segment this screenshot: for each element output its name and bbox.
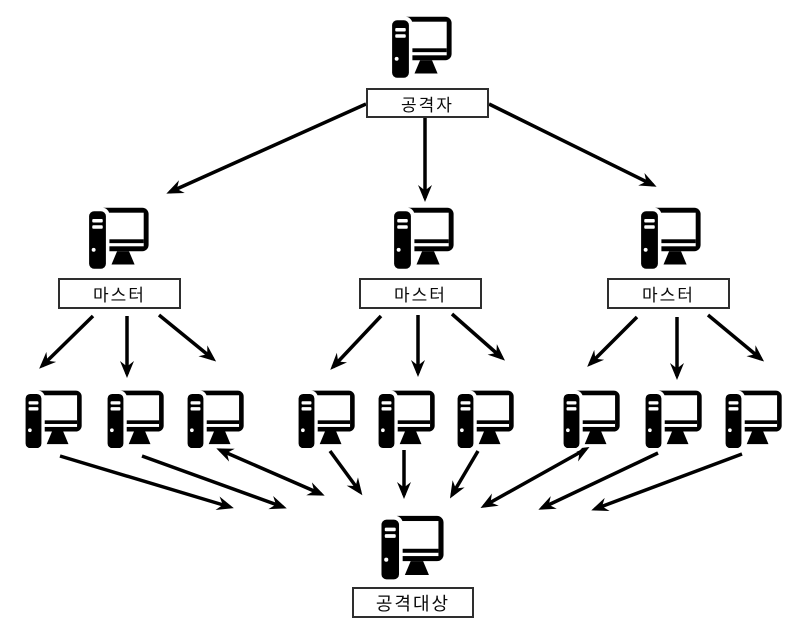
agent6-desktop-computer-icon: [454, 390, 514, 452]
arrow-master1-to-agent-1: [39, 314, 95, 369]
target-label: 공격대상: [352, 587, 474, 618]
attacker-label: 공격자: [366, 88, 489, 118]
arrow-master2-to-agent-4: [330, 314, 383, 370]
edge-group-agents-to-target: [59, 447, 743, 512]
agent3-desktop-computer-icon: [184, 390, 244, 452]
agent9-desktop-computer-icon: [722, 390, 782, 452]
arrow-agent7-to-target: [480, 447, 590, 508]
edge-group-masters-to-agents: [39, 312, 765, 380]
master2-label: 마스터: [359, 278, 482, 309]
edge-group-attacker-to-masters: [166, 102, 657, 202]
master1-label: 마스터: [58, 278, 181, 309]
agent4-desktop-computer-icon: [295, 390, 355, 452]
agent7-desktop-computer-icon: [560, 390, 620, 452]
master3-desktop-computer-icon: [637, 207, 701, 273]
arrow-attacker-to-master-1: [166, 102, 367, 194]
arrow-agent3-to-target: [216, 448, 325, 496]
arrow-agent1-to-target: [59, 454, 234, 510]
arrow-agent4-to-target: [328, 449, 363, 496]
target-desktop-computer-icon: [377, 515, 444, 584]
arrow-agent6-to-target: [449, 450, 480, 499]
master2-desktop-computer-icon: [390, 207, 454, 273]
master1-desktop-computer-icon: [85, 207, 149, 273]
arrow-agent9-to-target: [591, 452, 743, 512]
agent1-desktop-computer-icon: [22, 390, 82, 452]
arrow-master3-to-agent-7: [587, 315, 639, 367]
arrow-agent8-to-target: [538, 451, 659, 510]
arrow-agent2-to-target: [141, 454, 287, 510]
attacker-desktop-computer-icon: [388, 16, 452, 82]
agent8-desktop-computer-icon: [642, 390, 702, 452]
master3-label: 마스터: [607, 278, 730, 309]
arrow-master1-to-agent-3: [157, 313, 217, 362]
arrow-master3-to-agent-9: [706, 313, 765, 362]
arrow-master2-to-agent-6: [450, 312, 506, 361]
agent2-desktop-computer-icon: [104, 390, 164, 452]
agent5-desktop-computer-icon: [375, 390, 435, 452]
arrow-attacker-to-master-3: [488, 102, 657, 187]
